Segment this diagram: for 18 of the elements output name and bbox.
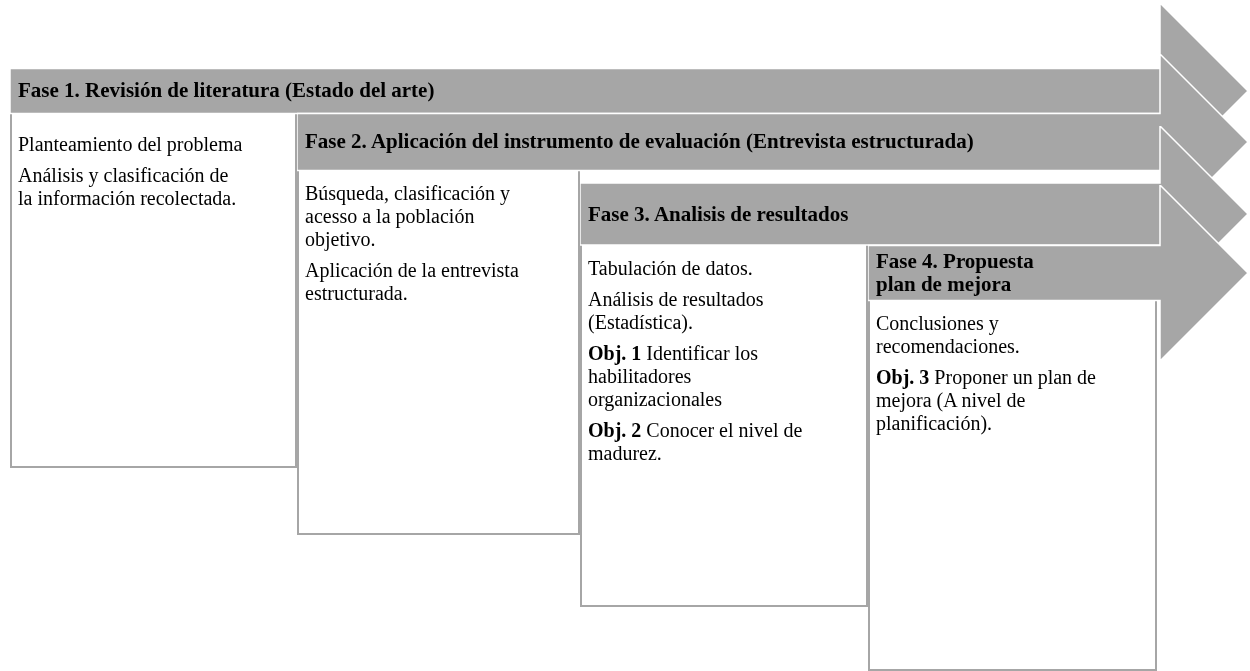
- description-text: Conclusiones y recomendaciones.: [876, 312, 1021, 358]
- description-text: Análisis y clasificación de la información recolectada.: [18, 164, 238, 210]
- content-panel: [868, 300, 1157, 671]
- phase-heading: Fase 2. Aplicación del instrumento de evaluación (Entrevista estructurada): [305, 130, 975, 153]
- description-text: Tabulación de datos.: [588, 257, 754, 280]
- description-text: Búsqueda, clasificación y acesso a la población objetivo.: [305, 182, 511, 251]
- description-text: Obj. 1 Identificar los habilitadores organizacionales: [588, 342, 759, 411]
- description-text: Planteamiento del problema: [18, 133, 243, 156]
- phase-heading: Fase 3. Analisis de resultados: [588, 202, 850, 226]
- phase-heading: Fase 1. Revisión de literatura (Estado del arte): [18, 79, 436, 102]
- content-panel: [297, 170, 580, 535]
- phase-heading: Fase 4. Propuesta plan de mejora: [876, 249, 1035, 296]
- content-panel: [580, 245, 868, 607]
- description-text: Análisis de resultados (Estadística).: [588, 288, 765, 334]
- description-text: Aplicación de la entrevista estructurada.: [305, 259, 520, 305]
- content-panel: [10, 113, 297, 468]
- description-text: Obj. 2 Conocer el nivel de madurez.: [588, 419, 804, 465]
- description-text: Obj. 3 Proponer un plan de mejora (A nivel de planificación).: [876, 366, 1097, 435]
